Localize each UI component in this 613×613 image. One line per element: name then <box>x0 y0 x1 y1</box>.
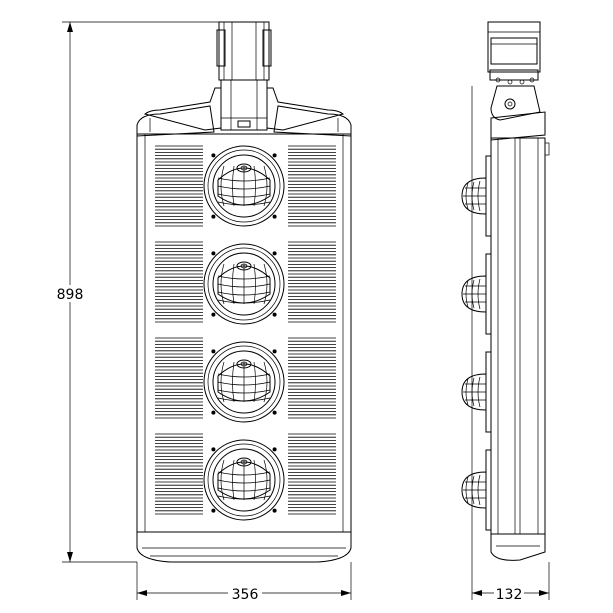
fin-group <box>155 433 203 515</box>
dimension-lines: 898 356 132 <box>57 21 550 603</box>
screw-icon <box>211 508 216 513</box>
lamp-module <box>203 439 285 521</box>
screw-icon <box>272 508 277 513</box>
screw-icon <box>272 447 277 452</box>
screw-icon <box>272 349 277 354</box>
screw-icon <box>211 214 216 219</box>
side-lamp-dome <box>461 253 492 335</box>
front-heat-fins <box>155 145 336 515</box>
front-view <box>136 21 352 563</box>
screw-icon <box>272 214 277 219</box>
lamp-module <box>203 243 285 325</box>
screw-icon <box>211 312 216 317</box>
screw-icon <box>211 349 216 354</box>
side-view <box>461 21 550 561</box>
screw-icon <box>272 153 277 158</box>
screw-icon <box>272 312 277 317</box>
fin-group <box>155 241 203 323</box>
fin-group <box>288 433 336 515</box>
front-top-cover <box>136 87 352 137</box>
front-bottom-cap <box>136 531 352 563</box>
width-dimension: 356 <box>136 562 352 603</box>
fin-group <box>155 337 203 419</box>
side-lamp-dome <box>461 155 492 237</box>
side-lamp-dome <box>461 449 492 531</box>
side-bracket <box>490 85 546 141</box>
lamp-module <box>203 341 285 423</box>
screw-icon <box>211 447 216 452</box>
height-label: 898 <box>57 287 84 303</box>
fin-group <box>288 337 336 419</box>
screw-icon <box>272 251 277 256</box>
screw-icon <box>272 410 277 415</box>
height-dimension: 898 <box>57 21 219 563</box>
screw-icon <box>211 153 216 158</box>
front-lamp-modules <box>203 145 285 521</box>
side-lamp-domes <box>461 155 492 531</box>
depth-label: 132 <box>496 587 523 603</box>
screw-icon <box>211 410 216 415</box>
front-mount-spigot <box>216 21 272 131</box>
fin-group <box>288 145 336 227</box>
fin-group <box>288 241 336 323</box>
depth-dimension: 132 <box>471 86 550 603</box>
lamp-module <box>203 145 285 227</box>
screw-icon <box>211 251 216 256</box>
fin-group <box>155 145 203 227</box>
side-body <box>490 137 550 561</box>
width-label: 356 <box>232 587 259 603</box>
side-mount-box <box>487 21 541 85</box>
side-lamp-dome <box>461 351 492 433</box>
